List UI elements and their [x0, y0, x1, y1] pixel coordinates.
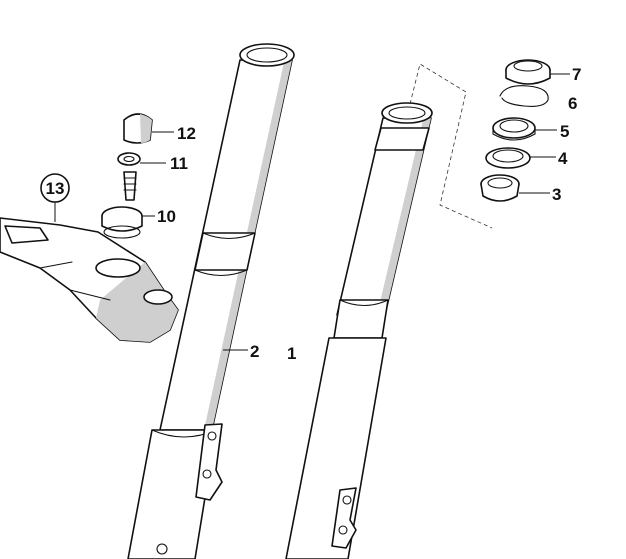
callout-11: 11: [170, 154, 188, 173]
bearing-stack: [480, 59, 551, 202]
callout-13: 13: [46, 179, 65, 198]
cap-nut: [123, 113, 153, 144]
callout-6: 6: [568, 94, 577, 113]
callout-10: 10: [157, 207, 176, 226]
washer-small: [117, 152, 141, 166]
stem-nut: [101, 171, 143, 239]
callout-7: 7: [572, 65, 581, 84]
fork-leg-left: [127, 43, 295, 559]
callout-13-circle: [40, 173, 70, 203]
callout-2: 2: [250, 342, 259, 361]
triple-clamp: [0, 217, 179, 343]
leader-lines: [54, 73, 570, 351]
callout-3: 3: [552, 185, 561, 204]
callout-1: 1: [287, 344, 296, 363]
fork-leg-right: [285, 102, 433, 559]
callout-labels: 13 10 11 12 2 1 7 6 5 4 3: [40, 65, 581, 363]
callout-12: 12: [177, 124, 196, 143]
callout-5: 5: [560, 122, 569, 141]
callout-4: 4: [558, 149, 568, 168]
